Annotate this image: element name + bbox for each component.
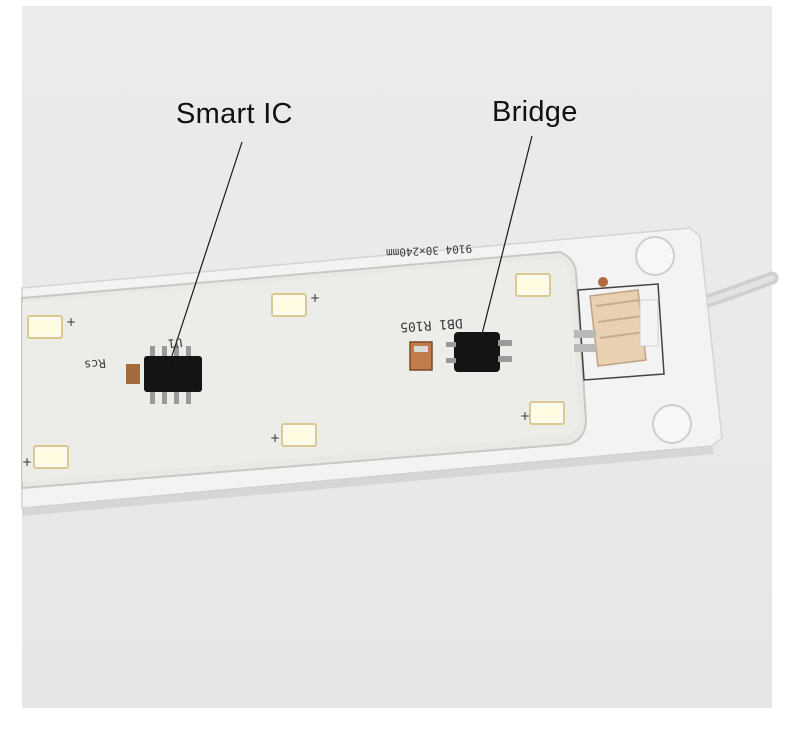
svg-text:+: +: [270, 431, 280, 445]
silkscreen-u1: U1: [167, 335, 184, 351]
svg-text:+: +: [66, 315, 76, 329]
svg-text:+: +: [310, 291, 320, 305]
bridge-chip: [409, 332, 512, 372]
svg-text:+: +: [520, 409, 530, 423]
polarity-marks: + + + + +: [22, 291, 530, 469]
bridge-leader: [477, 135, 533, 351]
silkscreen-rcs: Rcs: [83, 355, 107, 373]
mount-hole: [652, 404, 692, 444]
smart-ic-chip: [126, 346, 202, 404]
smart-ic-leader: [167, 141, 243, 369]
bridge-label: Bridge: [492, 96, 578, 128]
led-row: [27, 273, 565, 469]
smart-ic-label: Smart IC: [176, 98, 293, 130]
wire-connector: [574, 289, 659, 367]
mount-hole: [635, 236, 675, 276]
svg-text:+: +: [22, 455, 32, 469]
